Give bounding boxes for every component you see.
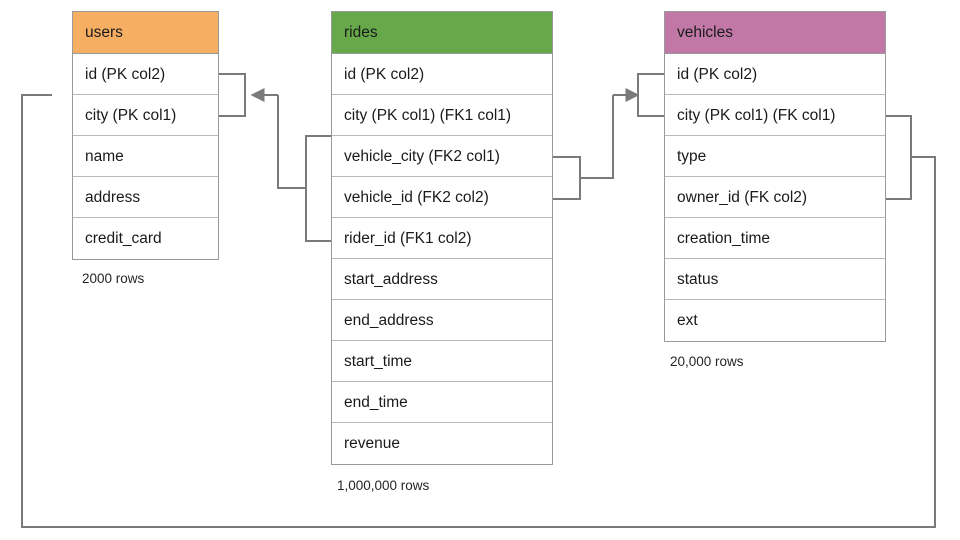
- table-rides-title: rides: [344, 24, 378, 41]
- table-vehicles-column-city[interactable]: city (PK col1) (FK col1): [665, 95, 885, 136]
- table-rides-column-end-address[interactable]: end_address: [332, 300, 552, 341]
- table-rides-column-vehicle-city[interactable]: vehicle_city (FK2 col1): [332, 136, 552, 177]
- table-rides-column-end-time[interactable]: end_time: [332, 382, 552, 423]
- table-users-column-city[interactable]: city (PK col1): [73, 95, 218, 136]
- table-vehicles-title: vehicles: [677, 24, 733, 41]
- connector-rides-users: [219, 73, 331, 242]
- table-rides-header: rides: [332, 12, 552, 54]
- table-rides-column-start-time[interactable]: start_time: [332, 341, 552, 382]
- table-rides-column-id[interactable]: id (PK col2): [332, 54, 552, 95]
- table-rides[interactable]: rides id (PK col2) city (PK col1) (FK1 c…: [331, 11, 553, 465]
- table-users-column-credit-card[interactable]: credit_card: [73, 218, 218, 259]
- connector-rides-vehicles: [553, 73, 664, 200]
- table-vehicles-row-count: 20,000 rows: [670, 354, 744, 369]
- table-users-column-id[interactable]: id (PK col2): [73, 54, 218, 95]
- table-rides-column-rider-id[interactable]: rider_id (FK1 col2): [332, 218, 552, 259]
- table-rides-column-start-address[interactable]: start_address: [332, 259, 552, 300]
- table-rides-column-revenue[interactable]: revenue: [332, 423, 552, 464]
- table-rides-column-city[interactable]: city (PK col1) (FK1 col1): [332, 95, 552, 136]
- table-users-title: users: [85, 24, 123, 41]
- table-vehicles-column-status[interactable]: status: [665, 259, 885, 300]
- table-vehicles-column-ext[interactable]: ext: [665, 300, 885, 341]
- table-vehicles-column-creation-time[interactable]: creation_time: [665, 218, 885, 259]
- table-vehicles[interactable]: vehicles id (PK col2) city (PK col1) (FK…: [664, 11, 886, 342]
- table-users-column-name[interactable]: name: [73, 136, 218, 177]
- table-vehicles-column-owner-id[interactable]: owner_id (FK col2): [665, 177, 885, 218]
- table-users-row-count: 2000 rows: [82, 271, 145, 286]
- table-users-column-address[interactable]: address: [73, 177, 218, 218]
- table-vehicles-column-type[interactable]: type: [665, 136, 885, 177]
- table-users-header: users: [73, 12, 218, 54]
- table-vehicles-column-id[interactable]: id (PK col2): [665, 54, 885, 95]
- table-rides-column-vehicle-id[interactable]: vehicle_id (FK2 col2): [332, 177, 552, 218]
- table-rides-row-count: 1,000,000 rows: [337, 478, 430, 493]
- table-users[interactable]: users id (PK col2) city (PK col1) name a…: [72, 11, 219, 260]
- table-vehicles-header: vehicles: [665, 12, 885, 54]
